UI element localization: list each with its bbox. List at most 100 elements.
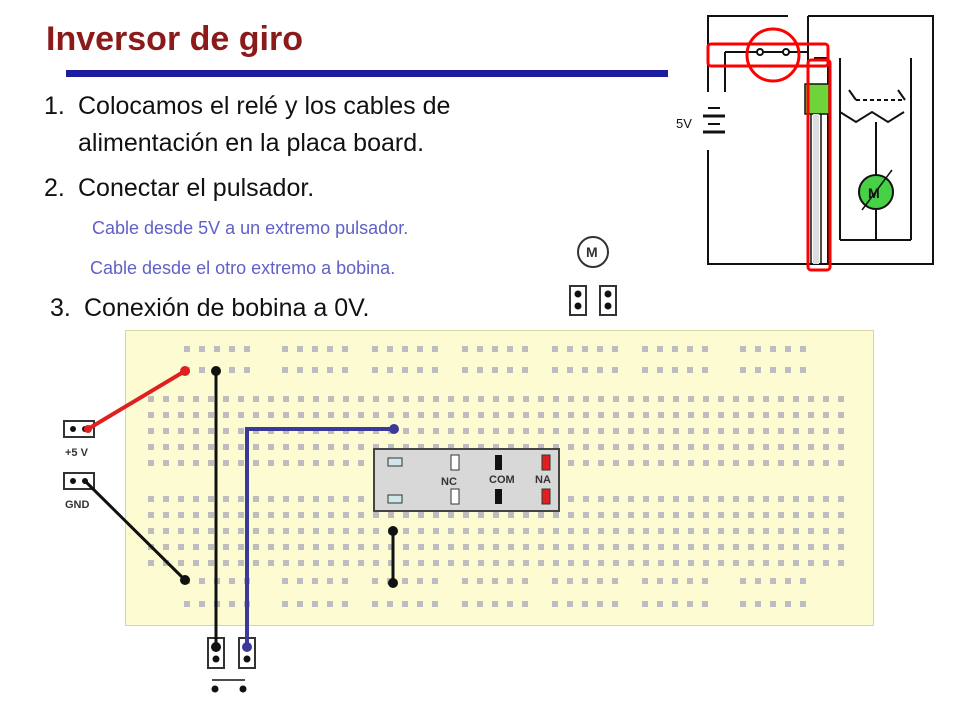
breadboard-hole: [507, 367, 513, 373]
breadboard-hole: [538, 512, 544, 518]
breadboard-hole: [298, 460, 304, 466]
breadboard-hole: [298, 560, 304, 566]
breadboard-hole: [785, 346, 791, 352]
breadboard-hole: [193, 544, 199, 550]
breadboard-hole: [507, 346, 513, 352]
breadboard-hole: [312, 601, 318, 607]
breadboard-hole: [478, 444, 484, 450]
breadboard-hole: [178, 528, 184, 534]
breadboard-hole: [687, 346, 693, 352]
breadboard-hole: [493, 412, 499, 418]
breadboard-hole: [178, 512, 184, 518]
breadboard-hole: [733, 528, 739, 534]
breadboard-hole: [433, 444, 439, 450]
relay-com-label: COM: [489, 474, 515, 486]
breadboard-hole: [238, 496, 244, 502]
breadboard-hole: [199, 601, 205, 607]
breadboard-hole: [800, 367, 806, 373]
breadboard-hole: [298, 544, 304, 550]
breadboard-hole: [538, 560, 544, 566]
breadboard-hole: [733, 396, 739, 402]
breadboard-hole: [628, 560, 634, 566]
breadboard-hole: [597, 367, 603, 373]
breadboard-hole: [597, 601, 603, 607]
breadboard-hole: [523, 428, 529, 434]
step-1-number: 1.: [44, 92, 65, 120]
breadboard-hole: [733, 460, 739, 466]
breadboard-hole: [552, 578, 558, 584]
breadboard-hole: [508, 544, 514, 550]
breadboard-hole: [838, 460, 844, 466]
breadboard-hole: [492, 367, 498, 373]
title-underline: [66, 70, 668, 77]
breadboard-hole: [283, 512, 289, 518]
breadboard-hole: [673, 428, 679, 434]
breadboard-hole: [328, 444, 334, 450]
breadboard-hole: [523, 512, 529, 518]
breadboard-hole: [238, 560, 244, 566]
breadboard-hole: [553, 528, 559, 534]
breadboard-hole: [193, 560, 199, 566]
breadboard-hole: [343, 560, 349, 566]
breadboard-hole: [613, 428, 619, 434]
breadboard-hole: [163, 544, 169, 550]
breadboard-hole: [403, 512, 409, 518]
breadboard-hole: [808, 444, 814, 450]
breadboard-hole: [403, 560, 409, 566]
breadboard-hole: [297, 346, 303, 352]
breadboard-hole: [823, 428, 829, 434]
breadboard-hole: [208, 444, 214, 450]
breadboard-hole: [800, 601, 806, 607]
breadboard-hole: [199, 578, 205, 584]
breadboard-hole: [583, 460, 589, 466]
breadboard-hole: [740, 367, 746, 373]
breadboard-hole: [282, 367, 288, 373]
breadboard-hole: [553, 444, 559, 450]
breadboard-hole: [755, 346, 761, 352]
breadboard-hole: [568, 560, 574, 566]
breadboard-hole: [372, 346, 378, 352]
breadboard-hole: [703, 428, 709, 434]
breadboard-hole: [733, 444, 739, 450]
breadboard-hole: [583, 560, 589, 566]
breadboard-hole: [199, 346, 205, 352]
breadboard-hole: [718, 412, 724, 418]
breadboard-hole: [688, 496, 694, 502]
breadboard-hole: [223, 428, 229, 434]
breadboard-hole: [643, 412, 649, 418]
breadboard-hole: [268, 396, 274, 402]
breadboard-hole: [238, 512, 244, 518]
breadboard-hole: [148, 560, 154, 566]
breadboard-hole: [178, 460, 184, 466]
breadboard-hole: [327, 578, 333, 584]
breadboard-hole: [493, 544, 499, 550]
breadboard-hole: [223, 560, 229, 566]
substep-2: Cable desde el otro extremo a bobina.: [90, 258, 396, 278]
schematic-motor-label: M: [868, 185, 880, 201]
breadboard-hole: [763, 460, 769, 466]
step-1-line-2: alimentación en la placa board.: [78, 129, 425, 157]
breadboard-hole: [387, 601, 393, 607]
breadboard-hole: [657, 601, 663, 607]
breadboard-hole: [733, 412, 739, 418]
schematic: [703, 15, 934, 265]
breadboard-hole: [538, 396, 544, 402]
breadboard-hole: [567, 601, 573, 607]
breadboard-hole: [748, 560, 754, 566]
breadboard-hole: [148, 512, 154, 518]
breadboard-hole: [748, 512, 754, 518]
breadboard-hole: [229, 346, 235, 352]
breadboard-hole: [598, 512, 604, 518]
breadboard-hole: [328, 560, 334, 566]
breadboard-hole: [718, 396, 724, 402]
breadboard-hole: [733, 512, 739, 518]
breadboard-hole: [598, 396, 604, 402]
breadboard-hole: [402, 578, 408, 584]
breadboard-hole: [448, 528, 454, 534]
breadboard-hole: [492, 601, 498, 607]
breadboard-hole: [253, 496, 259, 502]
breadboard-hole: [163, 512, 169, 518]
breadboard-hole: [493, 396, 499, 402]
breadboard-hole: [703, 396, 709, 402]
breadboard-hole: [808, 560, 814, 566]
